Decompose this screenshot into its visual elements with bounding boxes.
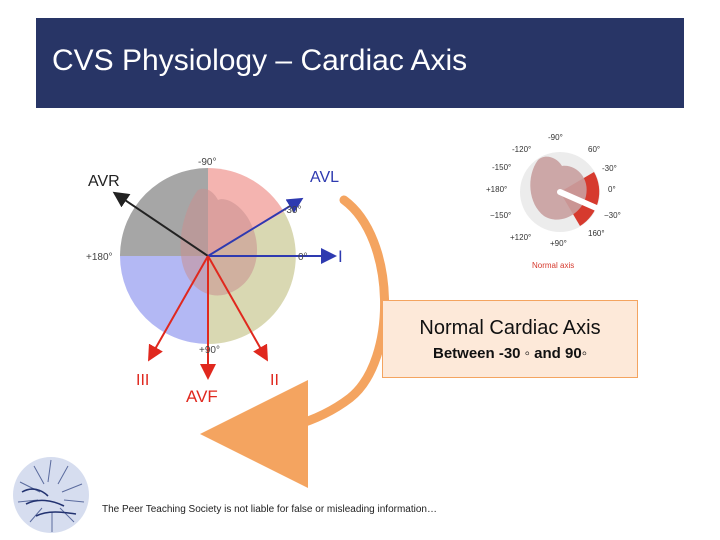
avl-lead-line bbox=[207, 197, 304, 257]
page-title: CVS Physiology – Cardiac Axis bbox=[52, 44, 468, 77]
normal-axis-box: Normal Cardiac Axis Between -30 ◦ and 90… bbox=[382, 300, 638, 378]
degree-plus180: +180° bbox=[86, 252, 113, 263]
inset-axis-arrow-icon bbox=[557, 189, 613, 217]
avl-label: AVL bbox=[310, 169, 339, 186]
normal-axis-title: Normal Cardiac Axis bbox=[419, 317, 601, 339]
degree-plus90: +90° bbox=[199, 345, 220, 356]
sector-blue bbox=[120, 256, 208, 344]
inset-normal-axis: -120° -90° 60° -150° -30° +180° 0° −150°… bbox=[486, 133, 621, 270]
curved-arrow-icon bbox=[200, 195, 389, 488]
inset-p120: +120° bbox=[510, 233, 531, 242]
inset-caption: Normal axis bbox=[532, 261, 574, 270]
avr-label: AVR bbox=[88, 173, 120, 190]
inset-p160: 160° bbox=[588, 229, 605, 238]
inset-p60: 60° bbox=[588, 145, 600, 154]
avr-lead-line bbox=[112, 191, 209, 257]
lead-iii-line bbox=[148, 255, 209, 362]
lead-iii-label: III bbox=[136, 372, 149, 389]
inset-m30: -30° bbox=[602, 164, 617, 173]
degree-zero: 0° bbox=[298, 252, 308, 263]
inset-m30b: −30° bbox=[604, 211, 621, 220]
disclaimer-text: The Peer Teaching Society is not liable … bbox=[102, 504, 437, 515]
normal-axis-range: Between -30 ◦ and 90◦ bbox=[432, 345, 588, 362]
inset-p90: +90° bbox=[550, 239, 567, 248]
inset-m150: -150° bbox=[492, 163, 511, 172]
inset-zero: 0° bbox=[608, 185, 616, 194]
degree-minus30: -30° bbox=[283, 205, 301, 216]
inset-heart-icon bbox=[530, 156, 587, 220]
inset-m120: -120° bbox=[512, 145, 531, 154]
lead-ii-line bbox=[207, 255, 268, 362]
inset-m90: -90° bbox=[548, 133, 563, 142]
inset-m150b: −150° bbox=[490, 211, 511, 220]
inset-p180: +180° bbox=[486, 185, 507, 194]
peer-teaching-society-logo bbox=[13, 457, 89, 533]
lead-ii-label: II bbox=[270, 372, 279, 389]
degree-minus90: -90° bbox=[198, 157, 216, 168]
title-bar: CVS Physiology – Cardiac Axis bbox=[36, 18, 684, 108]
lead-i-label: I bbox=[338, 247, 343, 266]
avf-label: AVF bbox=[186, 387, 218, 406]
